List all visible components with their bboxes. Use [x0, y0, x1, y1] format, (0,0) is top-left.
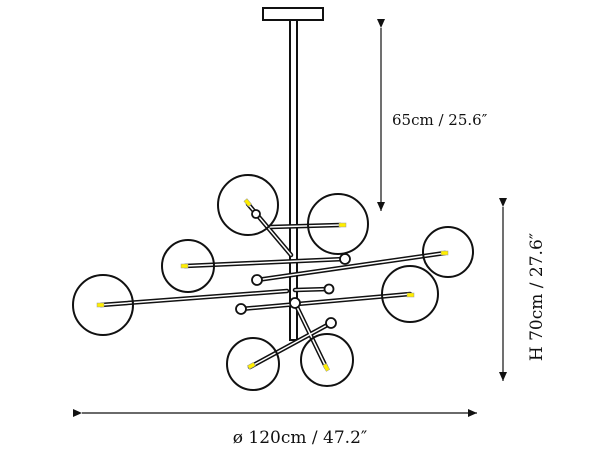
bulbs — [96, 198, 449, 372]
height-label: H 70cm / 27.6″ — [527, 232, 547, 362]
knobs — [235, 209, 351, 329]
glass-globes — [72, 174, 474, 391]
center-stem — [289, 19, 298, 341]
drop-height-label: 65cm / 25.6″ — [392, 111, 488, 129]
arms — [98, 201, 448, 370]
ceiling-canopy — [262, 7, 324, 21]
diameter-label: ø 120cm / 47.2″ — [232, 428, 368, 448]
dimension-lines — [73, 19, 507, 417]
